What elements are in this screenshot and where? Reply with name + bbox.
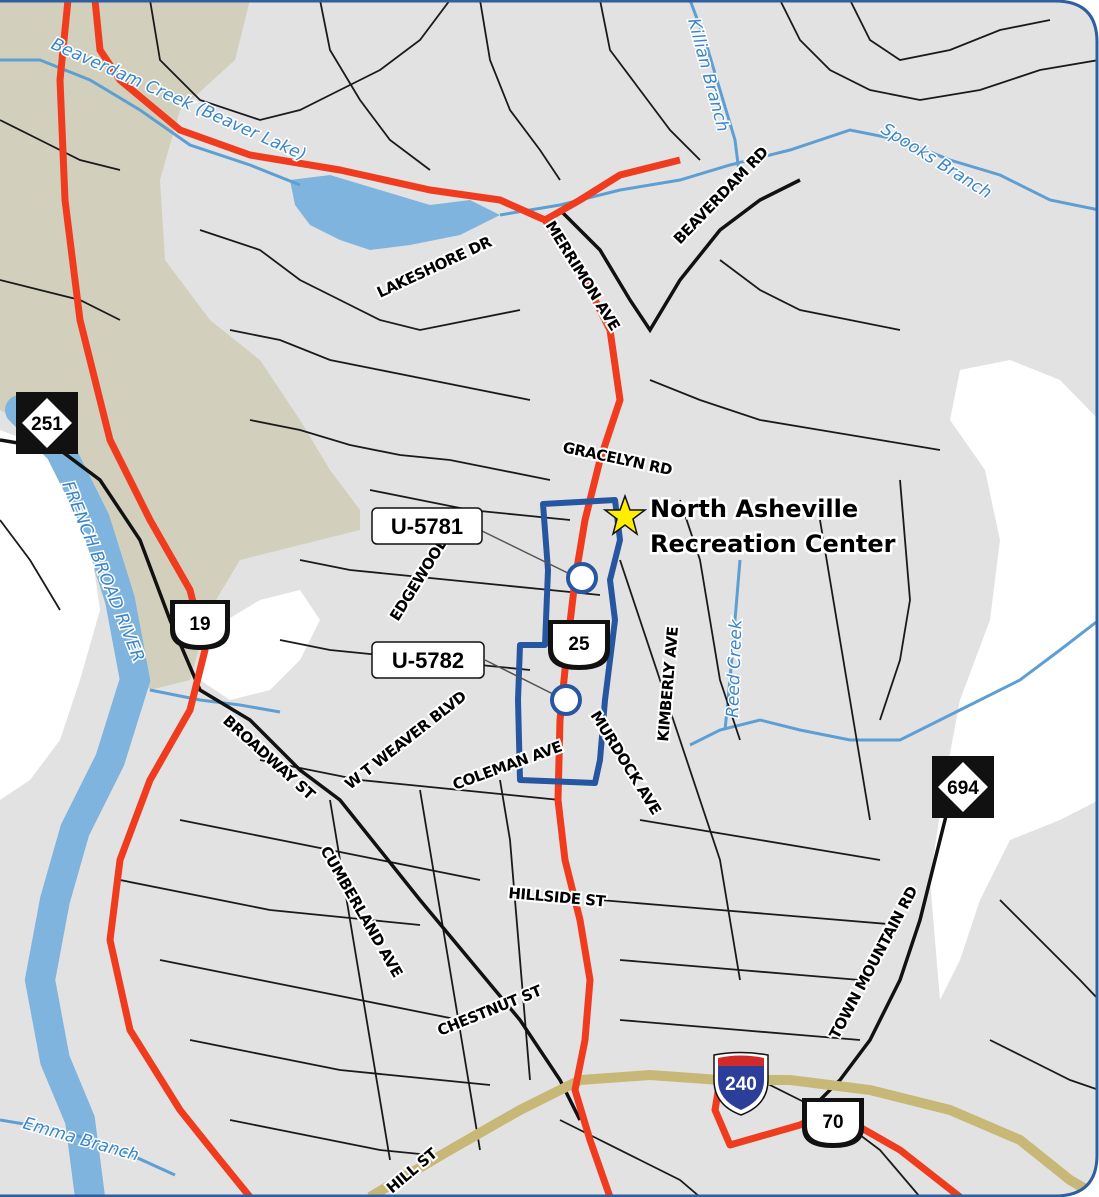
us-19-shield: 19	[170, 600, 230, 650]
svg-text:240: 240	[725, 1074, 757, 1095]
svg-text:694: 694	[947, 778, 979, 799]
poi-label-line1: North Asheville	[650, 495, 858, 523]
nc-251-shield: 251	[16, 392, 78, 454]
star-icon[interactable]	[602, 493, 648, 536]
svg-text:70: 70	[822, 1112, 843, 1133]
us-70-shield: 70	[802, 1098, 864, 1148]
project-marker-u5781[interactable]	[566, 562, 598, 594]
svg-text:25: 25	[568, 634, 590, 655]
major-roads	[56, 0, 963, 1197]
interstate-240-shield: 240	[713, 1051, 769, 1116]
svg-text:251: 251	[31, 414, 63, 435]
nc-694-shield: 694	[932, 756, 994, 818]
svg-text:19: 19	[189, 614, 210, 635]
poi-label-line2: Recreation Center	[650, 530, 896, 558]
secondary-roads	[0, 178, 952, 1121]
water-label-reed-creek: Reed Creek	[723, 618, 746, 718]
french-broad-river	[5, 395, 151, 1197]
svg-text:U-5781: U-5781	[391, 514, 463, 539]
callout-u5781[interactable]: U-5781	[371, 507, 483, 545]
svg-text:U-5782: U-5782	[392, 648, 464, 673]
outside-area-center	[200, 590, 320, 700]
outside-area-west	[0, 430, 100, 800]
callout-u5782[interactable]: U-5782	[371, 641, 485, 679]
callout-leader-u5781	[479, 529, 579, 579]
project-marker-u5782[interactable]	[550, 684, 582, 716]
beaver-lake	[290, 175, 500, 250]
outside-area-east	[930, 360, 1097, 1000]
us-25-shield: 25	[548, 620, 610, 670]
study-area-outline[interactable]	[515, 497, 623, 786]
